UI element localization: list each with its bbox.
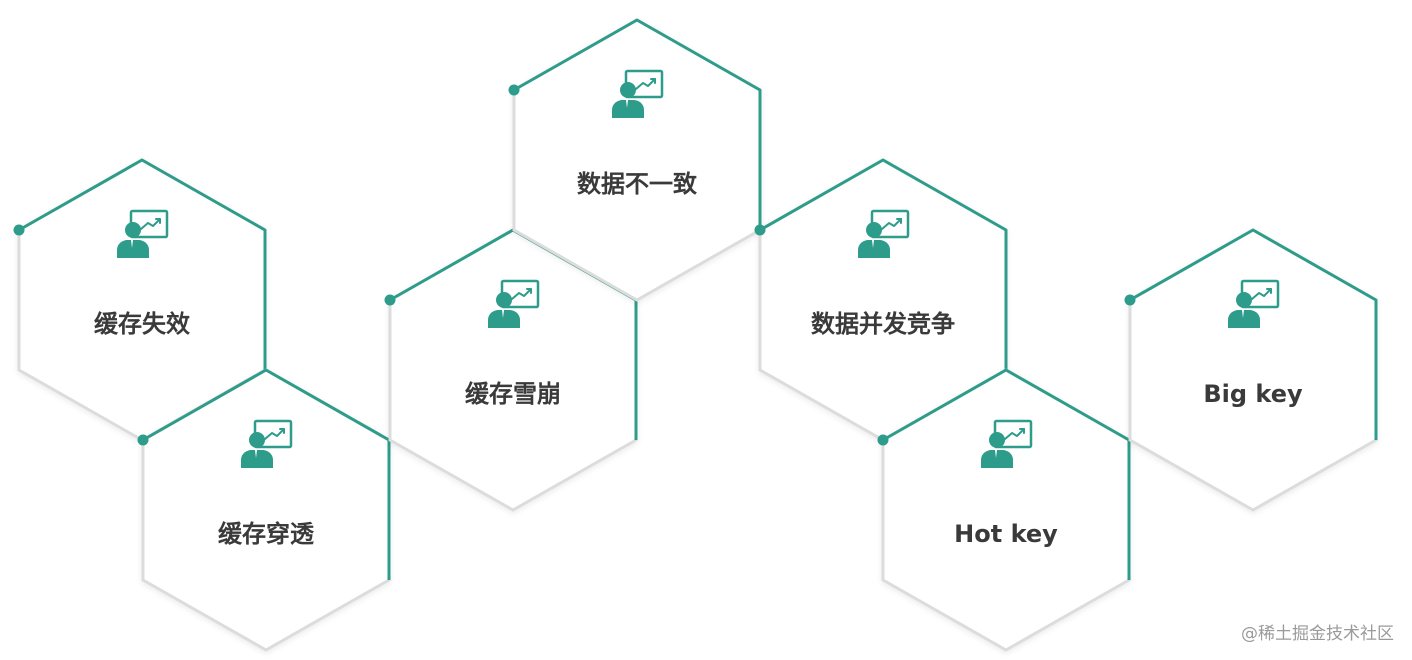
hex-node-big-key: Big key (1124, 228, 1378, 512)
accent-dot (754, 224, 766, 236)
hex-node-data-concurrency: 数据并发竞争 (754, 158, 1008, 442)
hex-accent-edge (1129, 228, 1378, 440)
hex-label: Big key (1203, 380, 1303, 408)
hex-accent-edge (18, 158, 267, 370)
hex-node-cache-avalanche: 缓存雪崩 (384, 228, 638, 512)
accent-dot (508, 84, 520, 96)
hex-node-data-inconsistency: 数据不一致 (508, 18, 762, 302)
accent-dot (13, 224, 25, 236)
hex-label: 数据不一致 (577, 170, 698, 198)
hex-label: 数据并发竞争 (811, 310, 955, 338)
accent-dot (384, 294, 396, 306)
hex-label: 缓存穿透 (218, 520, 315, 548)
hex-node-hot-key: Hot key (877, 368, 1131, 652)
hex-accent-edge (882, 368, 1131, 580)
hex-accent-edge (142, 368, 391, 580)
accent-dot (877, 434, 889, 446)
hex-shape (1128, 228, 1378, 512)
watermark: @稀土掘金技术社区 (1241, 624, 1394, 644)
hex-label: 缓存失效 (94, 310, 190, 338)
accent-dot (137, 434, 149, 446)
accent-dot (1124, 294, 1136, 306)
hex-label: Hot key (954, 520, 1058, 548)
hex-accent-edge (759, 158, 1008, 370)
hex-accent-edge (513, 18, 762, 230)
hex-label: 缓存雪崩 (465, 380, 561, 408)
